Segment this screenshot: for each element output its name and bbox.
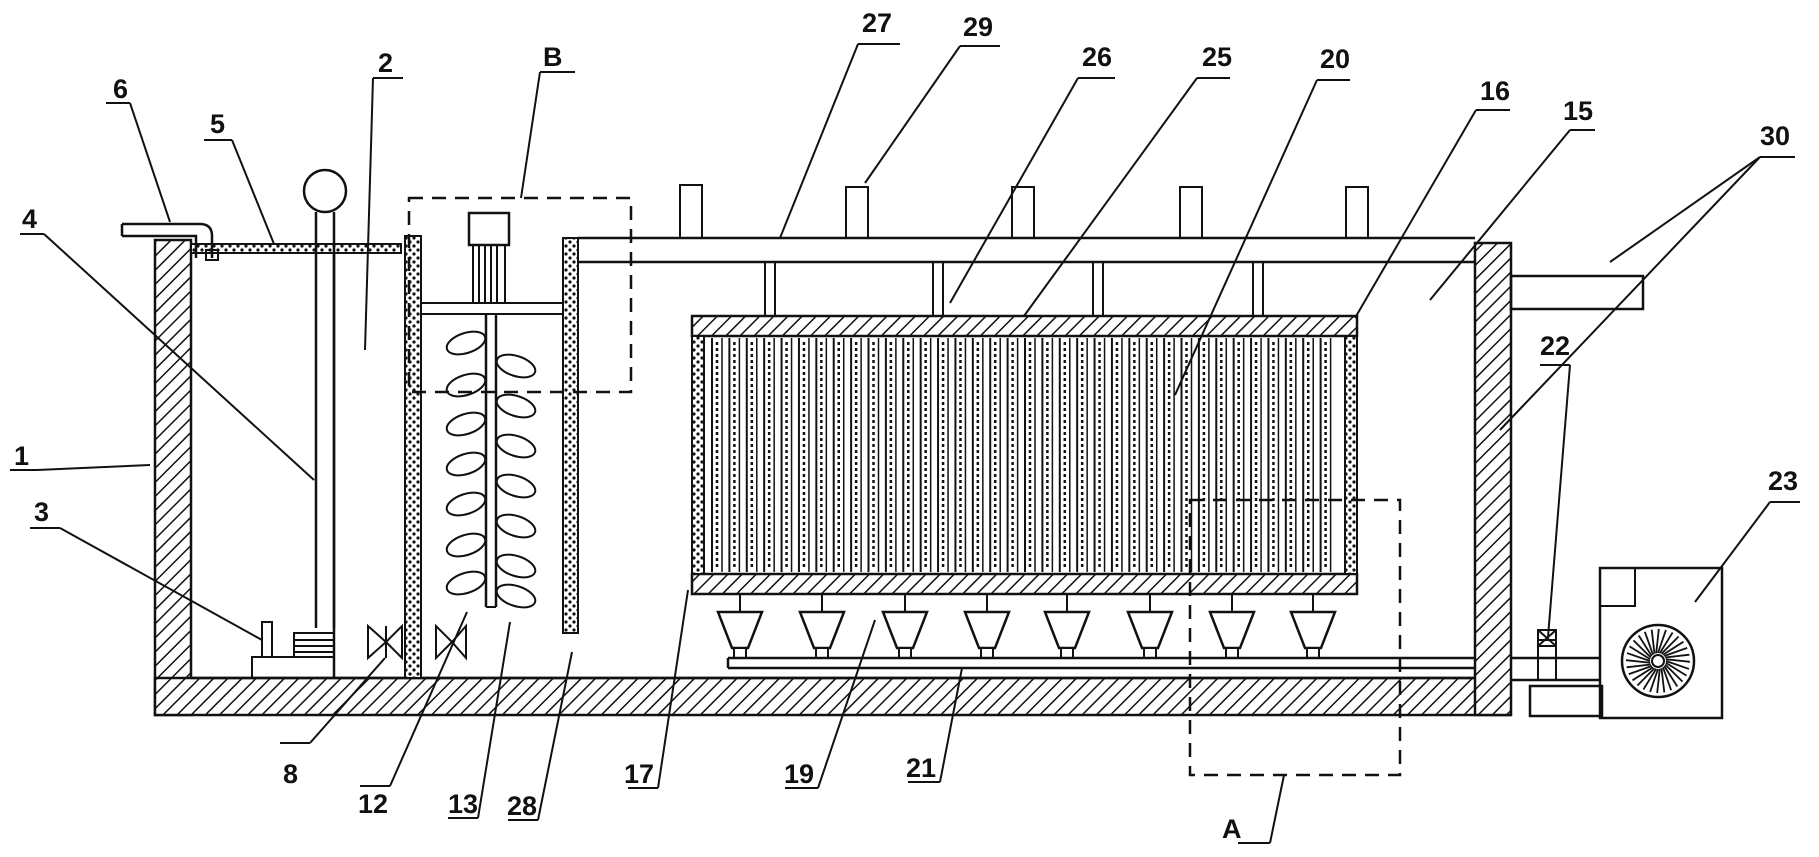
label-13: 13 [448, 789, 478, 819]
detail-frame-a [1188, 498, 1402, 777]
label-27: 27 [862, 8, 892, 38]
label-29: 29 [963, 12, 993, 42]
membrane-tube [711, 338, 723, 572]
membrane-tube [1267, 338, 1280, 572]
outlet-pipe [1509, 274, 1645, 311]
aerator-cone [1289, 594, 1337, 659]
membrane-tube [1024, 338, 1036, 572]
membrane-tube [780, 338, 793, 572]
membrane-tube [1093, 338, 1106, 572]
membrane-tube [1145, 338, 1158, 572]
membrane-tube [797, 338, 810, 572]
membrane-tube [815, 338, 828, 572]
top-cover [120, 222, 402, 261]
tank-body [153, 238, 1513, 717]
label-21: 21 [906, 753, 936, 783]
membrane-tube [1302, 338, 1314, 572]
label-3: 3 [34, 497, 49, 527]
aerator-array [716, 594, 1337, 659]
membrane-tube [937, 338, 949, 572]
membrane-tube [1250, 338, 1262, 572]
leader-lines [10, 43, 1800, 844]
label-15: 15 [1563, 96, 1593, 126]
membrane-tube [884, 338, 897, 572]
label-b: B [543, 42, 563, 72]
aerator-cone [716, 594, 764, 659]
membrane-tube [1006, 338, 1019, 572]
label-2: 2 [378, 48, 393, 78]
label-30: 30 [1760, 121, 1790, 151]
membrane-module [690, 314, 1359, 596]
membrane-tube [832, 338, 845, 572]
membrane-tube [1197, 338, 1210, 572]
membrane-tube [1058, 338, 1071, 572]
part-labels: 6 5 4 1 3 2 B 27 29 26 25 20 16 15 30 22… [14, 8, 1798, 844]
label-19: 19 [784, 759, 814, 789]
membrane-tube [989, 338, 1001, 572]
membrane-tube [1232, 338, 1245, 572]
membrane-tube [850, 338, 862, 572]
bottom-air-pipe [726, 656, 1475, 670]
membrane-tube [1319, 338, 1332, 572]
label-22: 22 [1540, 331, 1570, 361]
membrane-tube [1076, 338, 1088, 572]
membrane-elements [711, 338, 1332, 572]
membrane-tube [728, 338, 741, 572]
membrane-tube [1041, 338, 1054, 572]
membrane-tube [919, 338, 932, 572]
membrane-tube [1110, 338, 1123, 572]
label-6: 6 [113, 74, 128, 104]
aerator-cone [798, 594, 846, 659]
label-12: 12 [358, 789, 388, 819]
membrane-tube [1284, 338, 1297, 572]
label-5: 5 [210, 109, 225, 139]
label-25: 25 [1202, 42, 1232, 72]
membrane-tube [1128, 338, 1141, 572]
blower-assembly [1511, 566, 1724, 720]
label-17: 17 [624, 759, 654, 789]
label-8: 8 [283, 759, 298, 789]
membrane-tube [1215, 338, 1228, 572]
label-4: 4 [22, 204, 37, 234]
label-a: A [1222, 814, 1242, 844]
aerator-cone [881, 594, 929, 659]
label-16: 16 [1480, 76, 1510, 106]
label-20: 20 [1320, 44, 1350, 74]
aerator-cone [1208, 594, 1256, 659]
spiral-blades [445, 330, 537, 609]
label-1: 1 [14, 441, 29, 471]
membrane-tube [763, 338, 775, 572]
agitator-assembly [251, 168, 348, 679]
membrane-tube [971, 338, 984, 572]
label-26: 26 [1082, 42, 1112, 72]
air-header [578, 184, 1475, 316]
membrane-tube [1180, 338, 1193, 572]
fan-icon [1625, 628, 1691, 694]
membrane-tube [902, 338, 915, 572]
membrane-tube [1163, 338, 1175, 572]
aerator-cone [963, 594, 1011, 659]
aerator-cone [1126, 594, 1174, 659]
label-23: 23 [1768, 466, 1798, 496]
label-28: 28 [507, 791, 537, 821]
membrane-tube [867, 338, 880, 572]
membrane-tube [745, 338, 758, 572]
spiral-conveyor [407, 196, 633, 634]
membrane-tube [954, 338, 967, 572]
aerator-cone [1043, 594, 1091, 659]
valve-icon [1537, 629, 1557, 647]
partition-wall [367, 235, 467, 679]
